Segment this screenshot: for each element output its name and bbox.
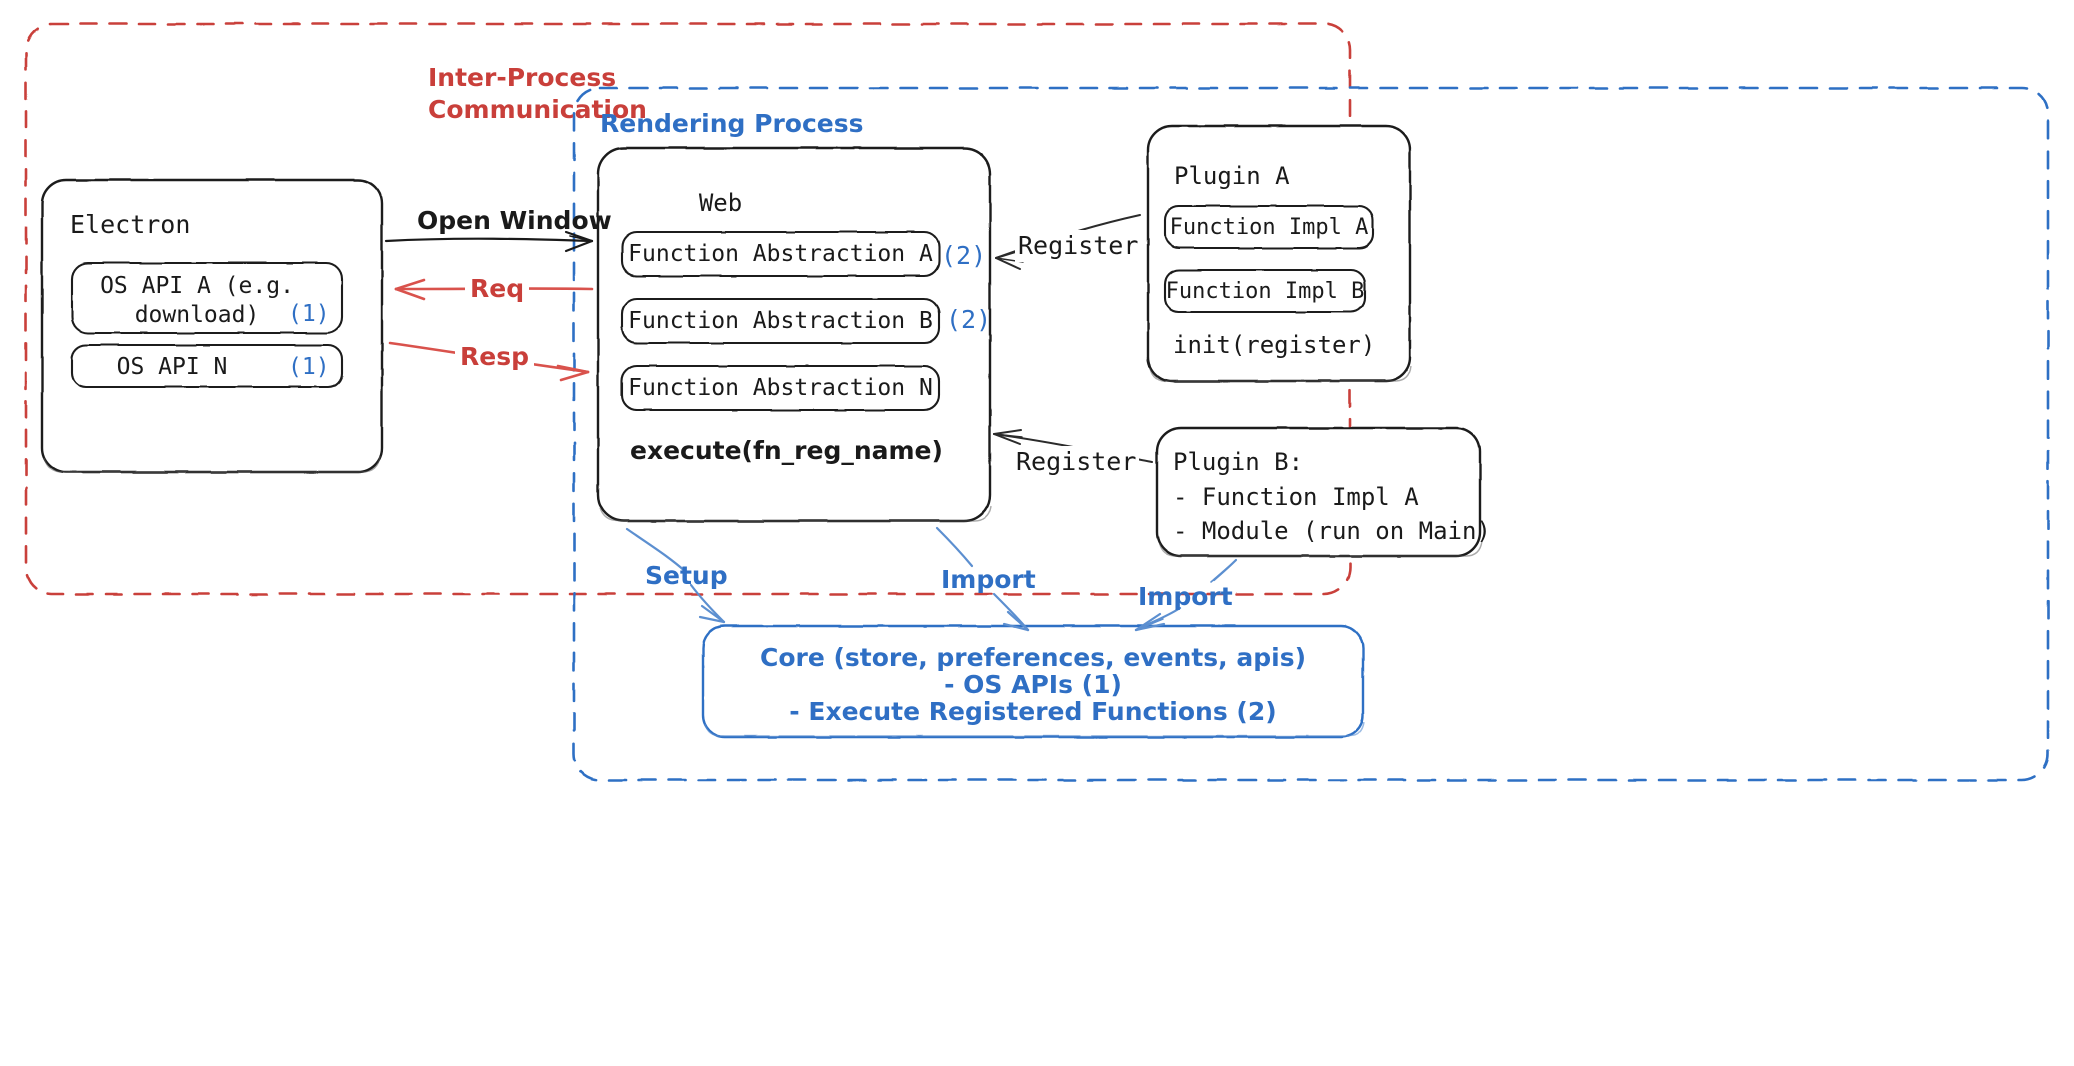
function-abstraction-n-label: Function Abstraction N [628,375,933,401]
function-abstraction-a-label: Function Abstraction A [628,241,933,267]
edge-label-import-plugin-b: Import [1138,582,1233,611]
plugin-b-line-1: - Function Impl A [1173,483,1419,511]
plugin-a-init-footer: init(register) [1173,331,1376,359]
edge-label-import-web: Import [941,565,1036,594]
os-api-n-label: OS API N [116,354,228,380]
os-api-a-label: OS API A (e.g. download) [100,273,294,329]
edge-label-setup: Setup [645,561,728,590]
edge-label-register-plugin-a: Register [1015,230,1142,262]
edge-label-req: Req [465,273,530,305]
function-impl-a-label: Function Impl A [1169,215,1369,240]
os-api-n-marker: (1) [288,354,330,380]
function-abstraction-a-marker: (2) [941,241,987,270]
plugin-b-line-2: - Module (run on Main) [1173,517,1491,545]
edge-label-resp: Resp [455,341,534,373]
web-execute-footer: execute(fn_reg_name) [630,436,943,465]
function-abstraction-b-label: Function Abstraction B [628,308,933,334]
edge-label-open-window: Open Window [417,206,612,235]
os-api-a-marker: (1) [288,301,330,327]
edge-label-register-plugin-b: Register [1013,446,1140,478]
function-abstraction-b-marker: (2) [946,305,992,334]
ipc-label-line1: Inter-Process [428,63,617,92]
ipc-label-line2: Communication [428,95,647,124]
core-line-3: - Execute Registered Functions (2) [789,697,1277,726]
web-title: Web [698,189,743,217]
rendering-process-label: Rendering Process [600,109,864,138]
core-line-1: Core (store, preferences, events, apis) [759,643,1307,672]
plugin-b-title: Plugin B: [1173,448,1304,476]
plugin-a-title: Plugin A [1174,162,1290,190]
function-impl-b-label: Function Impl B [1165,279,1365,304]
core-line-2: - OS APIs (1) [944,670,1122,699]
electron-title: Electron [70,210,191,239]
